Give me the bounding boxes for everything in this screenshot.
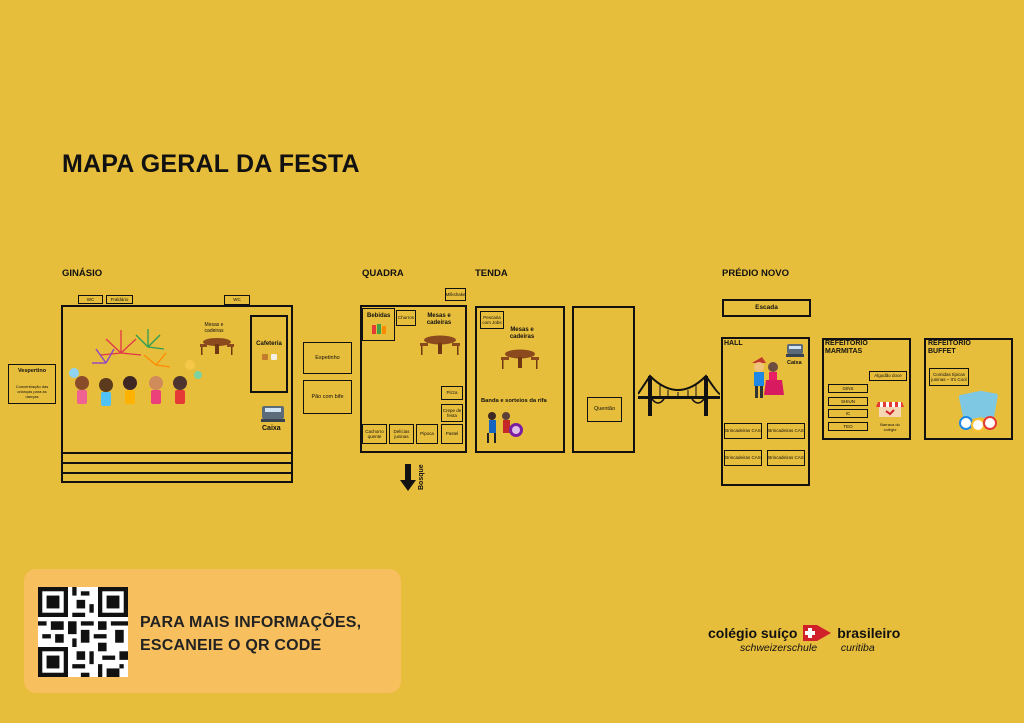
hall-area	[721, 337, 810, 486]
crepe-box: Crepe de festa	[441, 404, 463, 422]
cachorro-quente-box: Cachorro quente	[362, 424, 387, 444]
vespertino-box: Vespertino Concentração das crianças par…	[8, 364, 56, 404]
hall-caixa-label: Caixa	[787, 360, 802, 366]
drinks-icon	[372, 324, 386, 334]
bosque-label: Bosque	[418, 464, 425, 490]
bridge-icon	[638, 374, 720, 416]
milkshake-box: Milkshake	[445, 288, 466, 301]
ginasio-bleacher-line	[61, 472, 293, 474]
stall-icon	[876, 402, 904, 417]
logo-right-text: brasileiro	[837, 625, 901, 641]
cash-register-icon	[261, 406, 285, 422]
escada-box: Escada	[722, 299, 811, 317]
section-ginasio: GINÁSIO	[62, 268, 103, 279]
bingo-icon	[958, 390, 998, 432]
brincadeiras-box-1: Brincadeiras CAS	[724, 423, 762, 439]
school-logo: colégio suíço brasileiro	[708, 625, 900, 641]
brincadeiras-box-2: Brincadeiras CAS	[767, 423, 805, 439]
arrow-down-icon	[400, 464, 416, 491]
section-predio-novo: PRÉDIO NOVO	[722, 268, 790, 279]
cafeteria-box: Cafeteria	[250, 315, 288, 393]
quentao-box: Quentão	[587, 397, 622, 422]
pastel-box: Pastel	[441, 424, 463, 444]
dancing-couple-icon	[752, 357, 784, 398]
refeitorio-buffet-title: REFEITÓRIO BUFFET	[928, 340, 971, 356]
wc-box-2: WC	[224, 295, 250, 305]
ginasio-bleacher-line	[61, 452, 293, 454]
espetinho-box: Espetinho	[303, 342, 352, 374]
ginasio-area	[61, 305, 293, 483]
kids-fireworks-illustration	[69, 329, 202, 406]
algodao-doce-box: Algodão doce	[869, 371, 907, 381]
tenda-area	[475, 306, 565, 453]
quentao-area	[572, 306, 635, 453]
teo-box: TEO	[828, 422, 868, 431]
vespertino-title: Vespertino	[17, 368, 47, 374]
qr-instructions: PARA MAIS INFORMAÇÕES, ESCANEIE O QR COD…	[140, 611, 361, 657]
logo-sub-right: curitiba	[840, 642, 875, 654]
logo-left-text: colégio suíço	[708, 625, 798, 641]
coffee-cups-icon	[262, 354, 277, 360]
ginasio-caixa-label: Caixa	[262, 425, 281, 432]
table-chairs-icon	[501, 349, 539, 369]
table-chairs-icon	[200, 338, 234, 355]
logo-mark-icon	[803, 625, 832, 641]
ginasio-mesas-label: Mesas e cadeiras	[204, 322, 224, 334]
vespertino-text: Concentração das crianças para as danças	[15, 384, 49, 399]
comidas-tipicas-box: Comidas típicas juninas – It's Cool	[929, 368, 969, 386]
band-icon	[487, 412, 523, 443]
ic-box: IC	[828, 409, 868, 418]
brincadeiras-box-4: Brincadeiras CAS	[767, 450, 805, 466]
hall-label: HALL	[724, 340, 743, 347]
pescaria-box: Pescaria com Jobs	[480, 311, 504, 329]
table-chairs-icon	[420, 335, 460, 355]
bebidas-box: Bebidas	[362, 308, 395, 341]
pao-com-bife-box: Pão com bife	[303, 380, 352, 414]
cash-register-icon	[786, 344, 804, 357]
refeitorio-buffet-area	[924, 338, 1013, 440]
wc-box-1: WC	[78, 295, 103, 304]
gins-box: GINS	[828, 384, 868, 393]
tenda-mesas-label: Mesas e cadeiras	[509, 327, 535, 341]
logo-sub-left: schweizerschule	[740, 642, 818, 654]
section-tenda: TENDA	[475, 268, 508, 279]
page-title: MAPA GERAL DA FESTA	[62, 150, 360, 178]
quadra-mesas-label: Mesas e cadeiras	[426, 313, 452, 327]
section-quadra: QUADRA	[362, 268, 404, 279]
brincadeiras-box-3: Brincadeiras CAS	[724, 450, 762, 466]
qr-line-1: PARA MAIS INFORMAÇÕES,	[140, 614, 362, 631]
pipoca-box: Pipoca	[416, 424, 438, 444]
pizza-box: Pizza	[441, 386, 463, 400]
bebidas-label: Bebidas	[367, 313, 391, 319]
barraca-label: Barraca do colégio	[880, 422, 900, 432]
refeitorio-marmitas-title: REFEITÓRIO MARMITAS	[825, 340, 868, 356]
qr-line-2: ESCANEIE O QR CODE	[140, 637, 322, 654]
ginasio-bleacher-line	[61, 462, 293, 464]
refeitorio-marmitas-area	[822, 338, 911, 440]
delicias-juninas-box: Delícias juninas	[389, 424, 414, 444]
churros-box: Churros	[396, 310, 416, 326]
school-logo-sub: schweizerschule curitiba	[740, 642, 875, 654]
quadra-area	[360, 305, 467, 453]
qr-code-icon[interactable]	[38, 587, 128, 677]
banda-label: Banda e sorteios da rifa	[481, 398, 547, 404]
shiun-box: SHIUN	[828, 397, 868, 406]
fraldario-box: Fraldário	[106, 295, 133, 304]
cafeteria-label: Cafeteria	[256, 341, 282, 347]
